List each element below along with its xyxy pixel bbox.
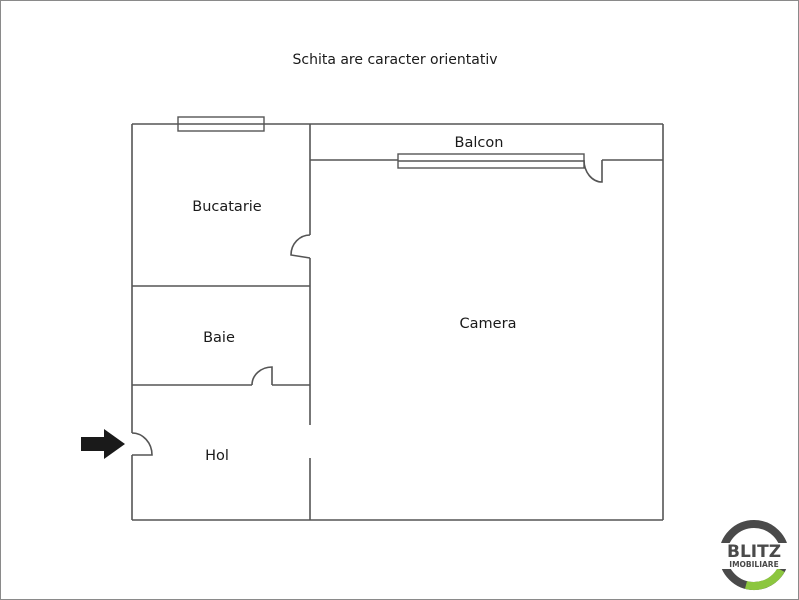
room-label-bucatarie: Bucatarie bbox=[192, 199, 262, 215]
plan-title: Schita are caracter orientativ bbox=[292, 52, 497, 68]
room-label-camera: Camera bbox=[460, 316, 517, 332]
balcony-window bbox=[397, 153, 585, 169]
room-label-hol: Hol bbox=[205, 448, 229, 464]
entrance-door bbox=[131, 432, 153, 456]
room-label-balcon: Balcon bbox=[455, 135, 504, 151]
room-label-baie: Baie bbox=[203, 330, 235, 346]
arrow-right-icon bbox=[81, 429, 125, 459]
logo-brand: BLITZ bbox=[727, 542, 781, 562]
kitchen-door bbox=[290, 234, 311, 259]
bathroom-door bbox=[251, 366, 273, 386]
interior-walls bbox=[132, 124, 663, 520]
logo-subtitle: IMOBILIARE bbox=[729, 560, 778, 569]
blitz-logo: BLITZ IMOBILIARE bbox=[718, 520, 790, 590]
balcony-door bbox=[583, 159, 603, 183]
